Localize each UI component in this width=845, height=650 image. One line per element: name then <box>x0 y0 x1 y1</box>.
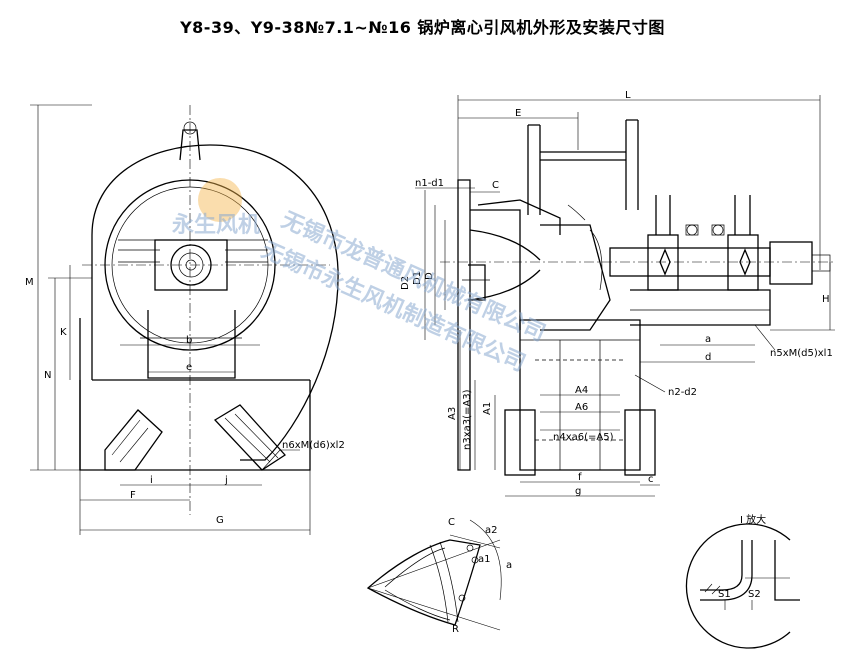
label-D: D <box>424 272 435 280</box>
label-a2: a2 <box>485 525 498 536</box>
bearing-box <box>154 239 228 291</box>
label-bolts5: n5xM(d5)xl1 <box>770 348 833 359</box>
label-A4: A4 <box>575 385 588 396</box>
label-n2d2: n2-d2 <box>668 387 697 398</box>
detail-circle <box>685 523 791 649</box>
label-D2: D2 <box>400 276 411 290</box>
label-b: b <box>186 335 192 346</box>
label-H: H <box>822 294 830 305</box>
watermark-logo <box>198 178 242 222</box>
label-S2: S2 <box>748 589 761 600</box>
left-foot <box>104 409 163 471</box>
coupling <box>769 241 813 285</box>
label-F: F <box>130 490 136 501</box>
front-view: M N K b e F G i j n6xM(d6)xl2 <box>25 104 345 535</box>
label-d: d <box>705 352 711 363</box>
label-C-side: C <box>492 180 499 191</box>
label-f: f <box>578 472 582 483</box>
inlet-cone <box>469 229 541 301</box>
label-G: G <box>216 515 224 526</box>
base-frame <box>79 380 311 471</box>
label-i: i <box>150 475 153 486</box>
detail-title: I 放大 <box>740 513 766 526</box>
label-K: K <box>60 327 67 338</box>
label-g: g <box>575 486 581 497</box>
watermark: 永生风机 无锡市龙普通风机械有限公司 无锡市永生风机制造有限公司 <box>172 178 549 377</box>
label-A6: A6 <box>575 402 588 413</box>
cone-view: C a2 a1 a R <box>366 517 512 635</box>
inlet-box <box>457 179 471 471</box>
bearing-block-2 <box>727 234 759 291</box>
label-E: E <box>515 108 521 119</box>
label-cone-C: C <box>448 517 455 528</box>
detail-view: I 放大 S1 S2 <box>685 513 800 649</box>
label-n3: n3xa3(=A3) <box>462 389 473 450</box>
right-foot <box>213 404 286 471</box>
side-view: L E <box>400 90 835 497</box>
label-n1d1: n1-d1 <box>415 178 444 189</box>
hub <box>170 244 212 286</box>
label-N: N <box>44 370 51 381</box>
impeller <box>540 224 611 331</box>
label-j: j <box>224 475 228 486</box>
label-D1: D1 <box>412 271 423 285</box>
label-e: e <box>186 362 192 373</box>
watermark-logo-text: 永生风机 <box>172 212 260 238</box>
pedestal <box>147 310 236 379</box>
label-a-side: a <box>705 334 711 345</box>
bearing-block-1 <box>647 234 679 291</box>
side-pedestal <box>519 319 641 471</box>
label-c: c <box>648 474 654 485</box>
label-A1: A1 <box>482 402 493 415</box>
page-title: Y8-39、Y9-38№7.1~№16 锅炉离心引风机外形及安装尺寸图 <box>180 18 665 37</box>
label-cone-a: a <box>506 560 512 571</box>
label-M: M <box>25 277 34 288</box>
label-S1: S1 <box>718 589 731 600</box>
label-A3: A3 <box>447 407 458 420</box>
outlet-frame <box>527 119 639 215</box>
label-n4: n4xa6(=A5) <box>553 432 614 443</box>
cone-outline <box>366 539 481 626</box>
bearing-base <box>630 289 771 326</box>
label-R: R <box>452 624 459 635</box>
label-L: L <box>625 90 631 101</box>
label-bolts6: n6xM(d6)xl2 <box>282 440 345 451</box>
label-a1: a1 <box>478 554 491 565</box>
